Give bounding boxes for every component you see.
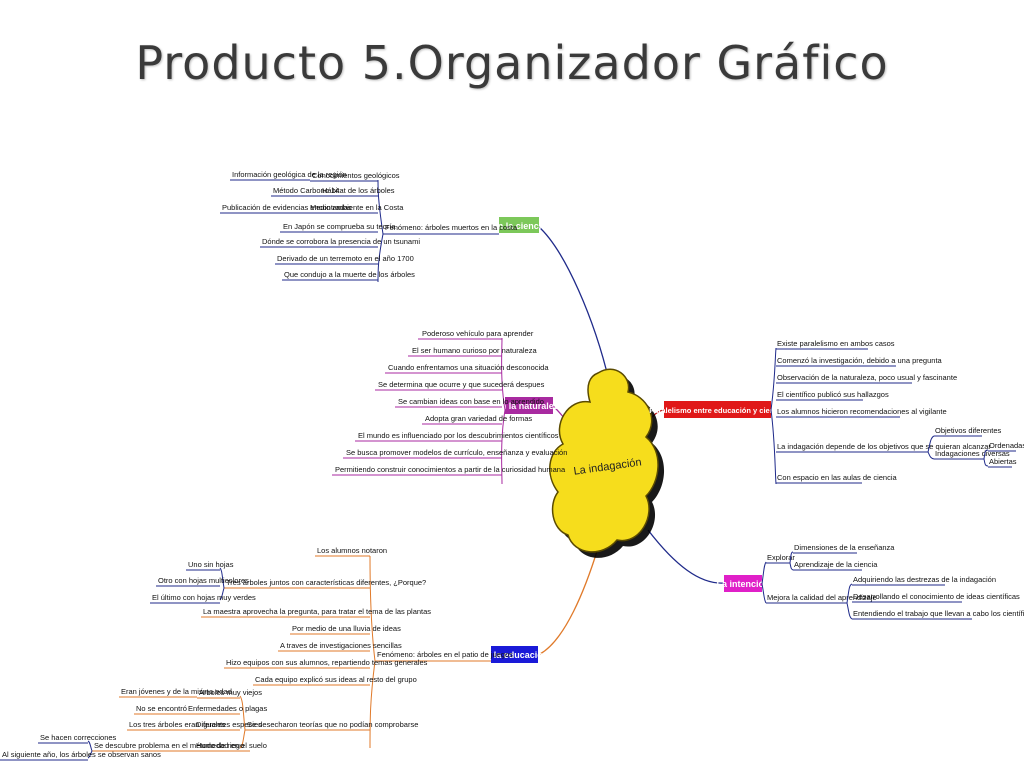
arbol: Otro con hojas multicolores <box>158 576 249 585</box>
detail: Publicación de evidencias encontradas <box>222 203 352 212</box>
detail: Información geológica de la región <box>232 170 347 179</box>
item: El mundo es influenciado por los descubr… <box>358 431 559 440</box>
connector <box>761 561 767 604</box>
tipo: Abiertas <box>989 457 1017 466</box>
branch-intencion: La intención Explorar Dimensiones de la … <box>716 543 1024 620</box>
item: Medio ambiente en la Costa <box>310 203 404 212</box>
item: Tres árboles juntos con características … <box>226 578 426 587</box>
mejora-item: Entendiendo el trabajo que llevan a cabo… <box>853 609 1024 618</box>
connector-ciencia <box>537 225 611 386</box>
item: El ser humano curioso por naturaleza <box>412 346 537 355</box>
teoria: Árboles muy viejos <box>199 688 262 697</box>
explorar-item: Aprendizaje de la ciencia <box>794 560 878 569</box>
mejora-item: Desarrollando el conocimiento de ideas c… <box>853 592 1020 601</box>
tag-educacion[interactable]: En la educación <box>480 650 549 660</box>
riego: Al siguiente año, los árboles se observa… <box>2 750 161 759</box>
item: Los alumnos hicieron recomendaciones al … <box>777 407 947 416</box>
item: La indagación depende de los objetivos q… <box>777 442 991 451</box>
connector <box>377 179 384 283</box>
teoria: Diferentes especies <box>196 720 262 729</box>
teoria-detalle: Los tres árboles eran iguales <box>129 720 226 729</box>
item: Se descubre problema en el método de rie… <box>94 741 244 750</box>
item: Que condujo a la muerte de los árboles <box>284 270 415 279</box>
item: Cuando enfrentamos una situación descono… <box>388 363 549 372</box>
branch-educacion: En la educación Fenómeno: árboles en el … <box>0 546 549 761</box>
arbol: El último con hojas muy verdes <box>152 593 256 602</box>
item: Se busca promover modelos de currículo, … <box>346 448 567 457</box>
connector <box>983 449 989 467</box>
connector <box>501 337 506 485</box>
detail: Método Carbono 14 <box>273 186 339 195</box>
objetivo: Indagaciones diversas <box>935 449 1010 458</box>
center-node[interactable]: La indagación <box>549 368 665 558</box>
item: Hábitat de los árboles <box>322 186 395 195</box>
item: Se desecharon teorías que no podían comp… <box>247 720 418 729</box>
slide-title: Producto 5.Organizador Gráfico <box>135 36 889 90</box>
item: Hizo equipos con sus alumnos, repartiend… <box>226 658 428 667</box>
tag-educacion-box[interactable] <box>491 646 538 663</box>
connector <box>846 583 853 620</box>
item: Derivado de un terremoto en el año 1700 <box>277 254 414 263</box>
item: Permitiendo construir conocimientos a pa… <box>335 465 566 474</box>
tipo: Ordenadas <box>989 441 1024 450</box>
item: Se determina que ocurre y que sucederá d… <box>378 380 545 389</box>
branch-naturaleza: En la naturaleza Poderoso vehículo para … <box>332 329 567 485</box>
item: Poderoso vehículo para aprender <box>422 329 534 338</box>
item: Dónde se corrobora la presencia de un ts… <box>262 237 420 246</box>
teoria-detalle: Eran jóvenes y de la misma edad <box>121 687 232 696</box>
branch-paralelismo: Paralelismo entre educación y ciencia Ex… <box>649 339 1024 485</box>
item: Se cambian ideas con base en lo aprendid… <box>398 397 544 406</box>
item: A traves de investigaciones sencillas <box>280 641 402 650</box>
subtopic-ciencia: Fenómeno: árboles muertos en la costa <box>385 223 518 232</box>
connector <box>87 740 93 759</box>
tag-paralelismo-box[interactable] <box>664 401 771 418</box>
item: La maestra aprovecha la pregunta, para t… <box>203 607 431 616</box>
connector-intencion <box>647 529 726 584</box>
arbol: Uno sin hojas <box>188 560 234 569</box>
connector <box>369 555 376 749</box>
objetivo: Objetivos diferentes <box>935 426 1002 435</box>
tag-naturaleza[interactable]: En la naturaleza <box>495 401 565 411</box>
mejora: Mejora la calidad del aprendizaje <box>767 593 877 602</box>
connector <box>239 695 246 749</box>
subtopic-educacion: Fenómeno: árboles en el patio de juegos <box>377 650 513 659</box>
tag-ciencia[interactable]: En la ciencia <box>492 221 548 231</box>
center-blob <box>549 368 659 553</box>
tag-intencion-box[interactable] <box>724 575 762 592</box>
item: Comenzó la investigación, debido a una p… <box>777 356 943 365</box>
item: Cada equipo explicó sus ideas al resto d… <box>255 675 417 684</box>
tag-naturaleza-box[interactable] <box>505 397 553 414</box>
teoria: Humedad en el suelo <box>196 741 267 750</box>
item: Con espacio en las aulas de ciencia <box>777 473 897 482</box>
mejora-item: Adquiriendo las destrezas de la indagaci… <box>853 575 996 584</box>
item: Conocimientos geológicos <box>312 171 400 180</box>
explorar-item: Dimensiones de la enseñanza <box>794 543 895 552</box>
branch-ciencia: En la ciencia Fenómeno: árboles muertos … <box>220 170 548 283</box>
teoria-detalle: No se encontró <box>136 704 187 713</box>
item: El científico publicó sus hallazgos <box>777 390 889 399</box>
item: Observación de la naturaleza, poco usual… <box>777 373 957 382</box>
tag-intencion[interactable]: La intención <box>716 579 769 589</box>
connector <box>927 435 935 460</box>
explorar: Explorar <box>767 553 795 562</box>
tag-paralelismo[interactable]: Paralelismo entre educación y ciencia <box>649 406 785 415</box>
teoria: Enfermedades o plagas <box>188 704 267 713</box>
tag-ciencia-box[interactable] <box>499 217 539 233</box>
connector <box>219 567 225 601</box>
item: Los alumnos notaron <box>317 546 387 555</box>
connector <box>789 551 794 571</box>
item: Por medio de una lluvia de ideas <box>292 624 401 633</box>
item: Existe paralelismo en ambos casos <box>777 339 895 348</box>
connector-educacion <box>539 547 599 655</box>
connector <box>770 347 777 485</box>
item: Adopta gran variedad de formas <box>425 414 532 423</box>
item: En Japón se comprueba su teoría <box>283 222 396 231</box>
riego: Se hacen correcciones <box>40 733 117 742</box>
